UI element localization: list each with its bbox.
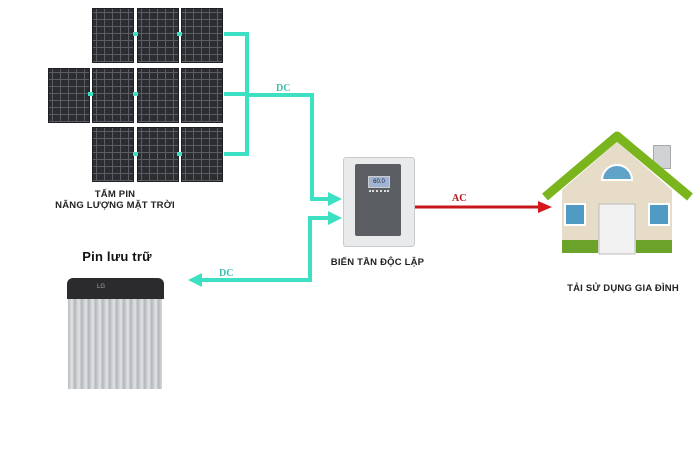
dc-lines [88, 32, 330, 282]
inverter-display-value: 60.0 [373, 179, 385, 185]
battery-top: LG [67, 278, 164, 299]
solar-panel [92, 8, 134, 63]
solar-panel [137, 68, 179, 123]
solar-panel [92, 127, 134, 182]
inverter: 60.0 [343, 157, 415, 247]
solar-label: TẤM PIN NĂNG LƯỢNG MẶT TRỜI [40, 189, 190, 211]
house-shape [542, 131, 693, 255]
dc-arrow-head [328, 211, 342, 225]
house-hedge-right [636, 240, 672, 253]
solar-panel [92, 68, 134, 123]
battery-label: Pin lưu trữ [82, 249, 152, 264]
house-attic-window [600, 164, 634, 181]
solar-label-line2: NĂNG LƯỢNG MẶT TRỜI [55, 200, 175, 211]
dc-label-bottom: DC [219, 268, 234, 279]
house-hedge-left [562, 240, 598, 253]
battery-body [68, 299, 162, 389]
dc-solar-to-inverter [247, 93, 330, 201]
solar-panel [181, 127, 223, 182]
solar-label-line1: TẤM PIN [94, 189, 136, 200]
dc-arrow-head [188, 273, 202, 287]
inverter-buttons [369, 190, 389, 195]
dc-arrow-head [328, 192, 342, 206]
house-window-right [648, 203, 670, 226]
battery: LG [67, 278, 164, 390]
solar-panel [48, 68, 90, 123]
house-wall [562, 142, 672, 252]
solar-panel [181, 68, 223, 123]
inverter-display: 60.0 [368, 176, 390, 188]
house-door [598, 203, 636, 255]
dc-inverter-to-battery [200, 216, 330, 282]
house-roof [542, 131, 693, 201]
house-window-left [564, 203, 586, 226]
dc-label-top: DC [276, 83, 291, 94]
solar-panel [137, 127, 179, 182]
ac-arrow-head [538, 201, 552, 213]
inverter-label: BIẾN TẦN ĐỘC LẬP [330, 257, 425, 268]
house-label: TẢI SỬ DỤNG GIA ĐÌNH [567, 283, 679, 294]
inverter-front: 60.0 [355, 164, 401, 236]
ac-label: AC [452, 193, 467, 204]
house [540, 130, 695, 260]
battery-brand: LG [97, 284, 106, 290]
